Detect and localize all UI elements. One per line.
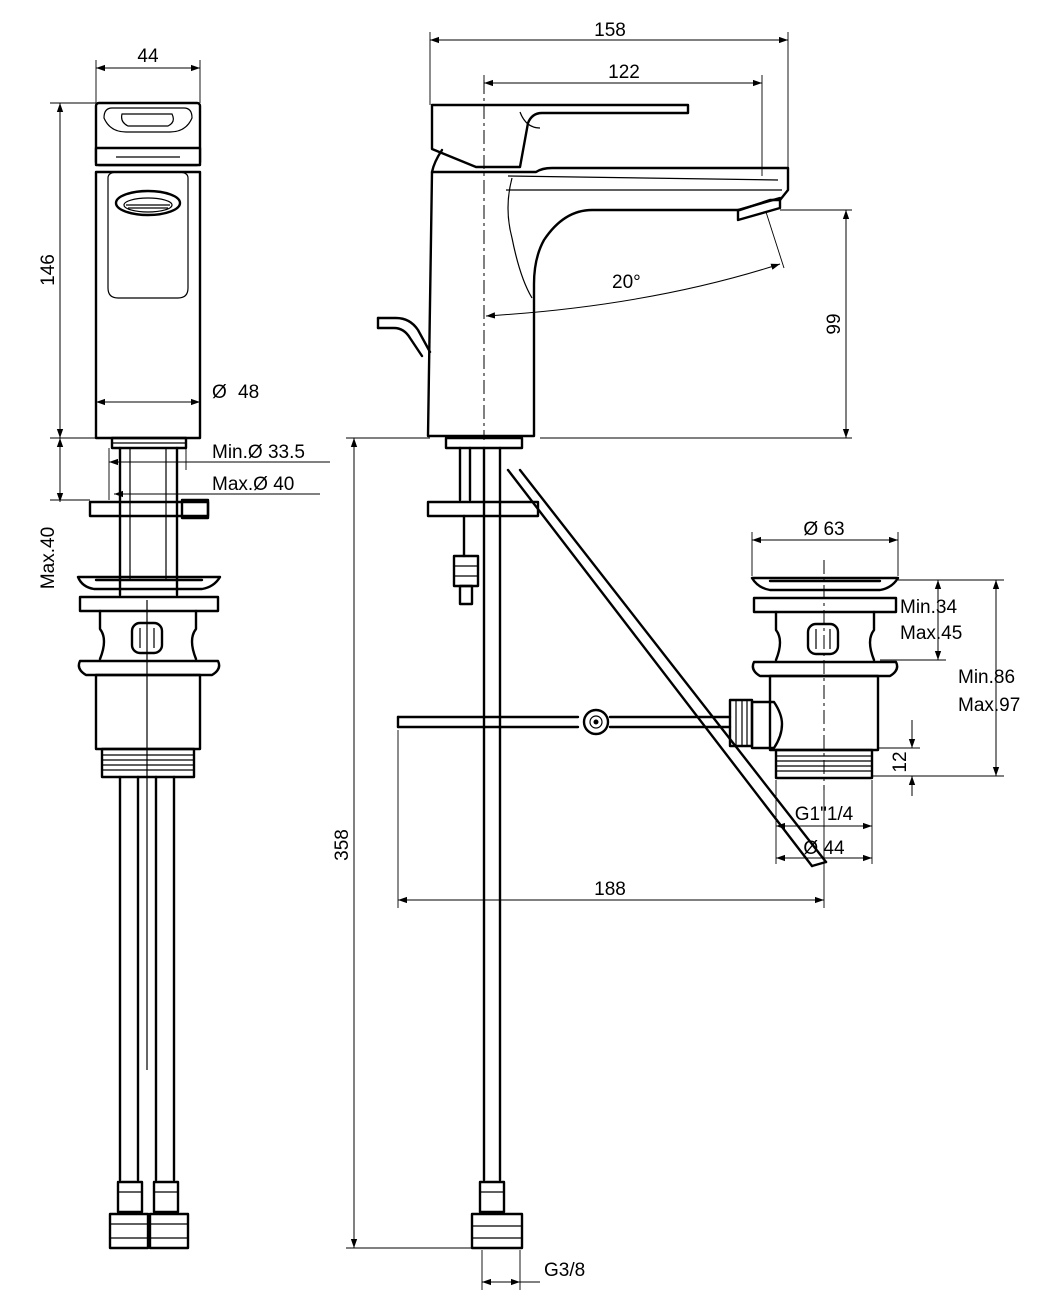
label-spout-height: 99 xyxy=(824,313,845,334)
label-overall-length: 158 xyxy=(594,20,626,41)
label-waste-total-min: Min.86 xyxy=(958,667,1015,688)
label-lever-length: 122 xyxy=(608,62,640,83)
label-waste-dia: Ø 63 xyxy=(803,519,844,540)
label-deck-max: Max.40 xyxy=(38,527,59,589)
label-waste-thread: G1"1/4 xyxy=(795,804,854,825)
label-dia-body: 48 xyxy=(238,382,259,403)
dimension-labels: 44 146 48 Ø Min.Ø 33.5 Max.Ø 40 Max.40 1… xyxy=(38,20,1020,1281)
label-waste-thread-dia: Ø 44 xyxy=(803,838,845,859)
label-spout-angle: 20° xyxy=(612,272,641,293)
label-width-front: 44 xyxy=(137,46,159,67)
label-thread-len: 12 xyxy=(890,751,911,772)
label-hole-max: Max.Ø 40 xyxy=(212,474,294,495)
symbol-dia-body: Ø xyxy=(212,382,227,403)
label-waste-min: Min.34 xyxy=(900,597,957,618)
label-waste-max: Max.45 xyxy=(900,623,962,644)
label-waste-total-max: Max.97 xyxy=(958,695,1020,716)
label-hole-min: Min.Ø 33.5 xyxy=(212,442,305,463)
side-dimensions xyxy=(346,32,1004,1290)
label-total-height: 358 xyxy=(332,829,353,861)
label-pipe-thread: G3/8 xyxy=(544,1260,585,1281)
label-rod-length: 188 xyxy=(594,879,626,900)
front-dimensions xyxy=(50,60,330,502)
front-view xyxy=(76,101,222,1250)
label-height-body: 146 xyxy=(38,254,59,286)
waste-assembly xyxy=(396,576,900,780)
